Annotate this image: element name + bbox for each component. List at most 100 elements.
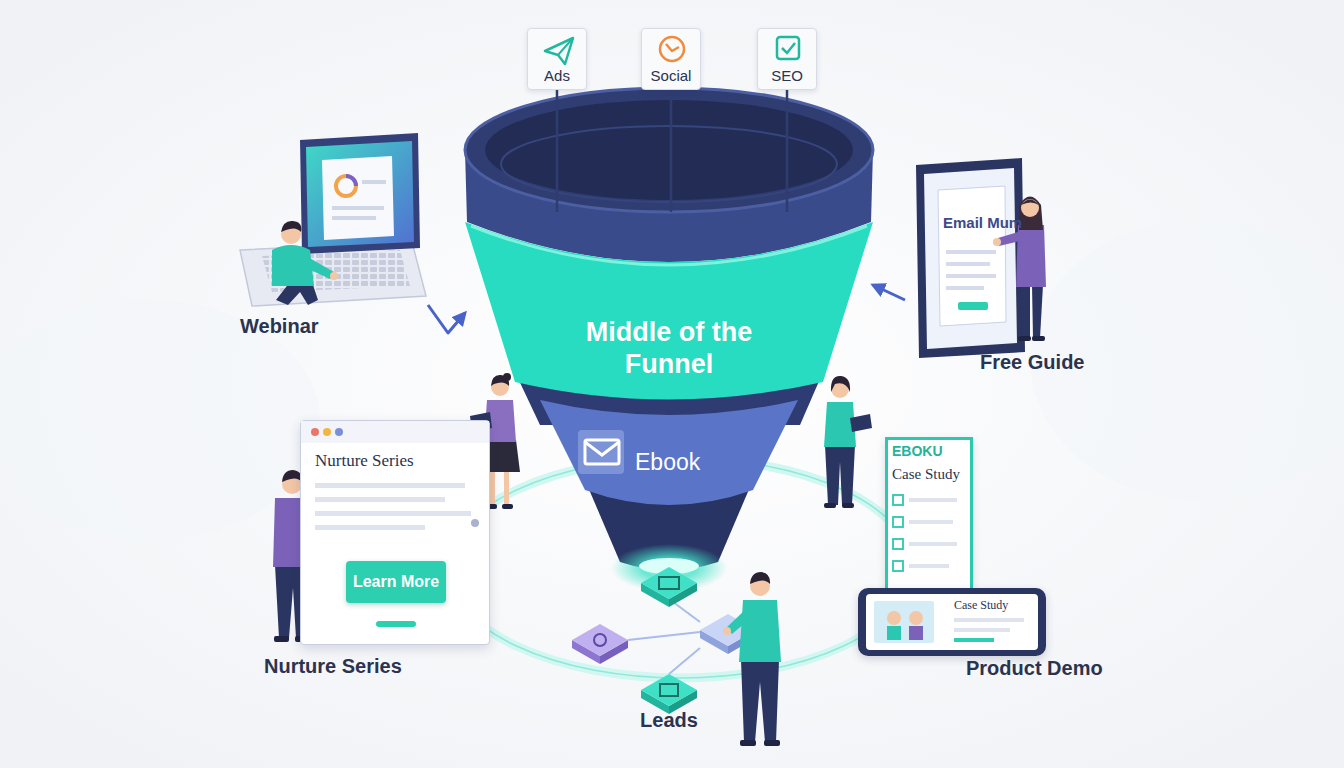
channel-icon-box-detail	[545, 38, 573, 64]
phone-device-detail	[954, 638, 994, 642]
person-figure	[1016, 225, 1046, 287]
person-figure	[740, 740, 756, 746]
phone-device-detail	[866, 594, 1038, 650]
person-figure	[723, 627, 731, 635]
node-label: Free Guide	[980, 350, 1084, 374]
channel-icon-box-detail	[777, 37, 799, 59]
funnel-rim	[465, 88, 873, 262]
person-figure	[741, 660, 779, 742]
channel-label: Ads	[528, 67, 586, 85]
person-figure	[993, 238, 1001, 246]
tablet-illustration	[958, 302, 988, 310]
funnel-band: Middle of the Funnel	[465, 212, 873, 407]
browser-window-detail	[376, 621, 416, 627]
person-figure	[1021, 200, 1039, 206]
funnel-rim	[501, 126, 837, 202]
background-blobs	[0, 300, 320, 540]
lead-tiles	[669, 648, 700, 674]
window-heading: Nurture Series	[315, 451, 414, 471]
channel-icon-box-detail	[777, 37, 799, 59]
person-figure	[824, 376, 872, 508]
node-label: Nurture Series	[264, 654, 402, 678]
webinar-laptop: Webinar	[236, 130, 428, 340]
node-label: Webinar	[240, 314, 319, 338]
lead-tiles	[660, 684, 678, 696]
channel-icon-box: SEO	[757, 28, 817, 90]
person-figure	[764, 740, 780, 746]
laptop-illustration	[332, 216, 376, 220]
channel-icon-box-detail	[660, 37, 684, 61]
funnel-band-detail	[585, 442, 619, 455]
person-figure	[723, 572, 781, 746]
phone-device-detail	[909, 626, 923, 640]
tablet-illustration	[946, 262, 990, 266]
laptop-illustration	[240, 133, 426, 306]
tablet-illustration	[916, 158, 1025, 358]
funnel-band-detail	[471, 226, 867, 265]
case-study-document-detail	[909, 542, 957, 546]
laptop-illustration	[332, 206, 384, 210]
channel-icon-box-detail	[660, 37, 684, 61]
browser-window: Nurture SeriesNurture SeriesLearn More	[300, 420, 490, 645]
person-figure	[281, 221, 301, 232]
person-figure	[490, 468, 495, 506]
lead-tiles	[628, 632, 700, 640]
tablet-illustration	[946, 286, 984, 290]
case-study-document-detail	[909, 498, 957, 502]
person-figure	[824, 503, 836, 508]
browser-window-detail	[315, 497, 445, 502]
laptop-illustration	[306, 141, 414, 247]
node-label: Product Demo	[966, 656, 1103, 680]
screen-heading: Case Study	[954, 598, 1008, 612]
lead-tiles	[594, 634, 606, 646]
phone-device-detail	[874, 601, 934, 643]
person-figure	[831, 376, 850, 392]
button-label: Learn More	[346, 572, 446, 591]
funnel-rim	[485, 100, 853, 200]
case-study-document-detail	[893, 561, 903, 571]
person-figure	[1018, 336, 1031, 341]
person-figure	[750, 572, 770, 584]
person-figure	[330, 272, 338, 280]
lead-tiles	[659, 577, 679, 589]
laptop-illustration	[346, 176, 356, 186]
connector-line	[670, 90, 673, 212]
case-study-document-outline	[888, 440, 976, 600]
browser-window-detail	[335, 428, 343, 436]
phone-device-detail	[954, 628, 1010, 632]
case-study-document-detail	[893, 517, 903, 527]
person-figure	[274, 636, 289, 642]
person-figure	[503, 373, 511, 381]
person-figure	[739, 600, 781, 662]
laptop-illustration	[336, 176, 356, 196]
browser-window-detail	[315, 525, 425, 530]
case-study-document-detail	[893, 495, 957, 571]
person-figure	[1032, 285, 1043, 338]
lead-tiles	[572, 567, 756, 714]
phone-device-detail	[909, 611, 923, 625]
funnel-band-detail	[578, 430, 624, 474]
laptop-illustration	[362, 180, 386, 184]
case-study-document-detail	[893, 539, 903, 549]
connector-arrow	[428, 305, 465, 333]
connector-line	[556, 90, 559, 212]
person-figure	[1019, 197, 1043, 231]
browser-window-detail	[301, 421, 489, 627]
phone-device-detail	[866, 594, 1038, 650]
tablet-illustration	[924, 168, 1017, 349]
leads-cluster: Leads	[584, 560, 754, 738]
channel-icon-box: Social	[641, 28, 701, 90]
connector-line	[786, 90, 789, 212]
lead-tiles	[641, 567, 697, 599]
case-study-document: EBOKUCase Study	[885, 437, 973, 597]
channel-icon-box-detail	[782, 43, 795, 53]
channel-icon-box-detail	[545, 38, 573, 64]
funnel-band-detail	[471, 226, 867, 265]
tablet-illustration	[938, 186, 1006, 326]
person-figure	[1021, 199, 1039, 217]
lead-tiles	[572, 624, 628, 656]
tablet-illustration	[946, 274, 996, 278]
person-figure	[825, 445, 855, 505]
phone-device: Case StudyProduct Demo	[858, 588, 1046, 656]
